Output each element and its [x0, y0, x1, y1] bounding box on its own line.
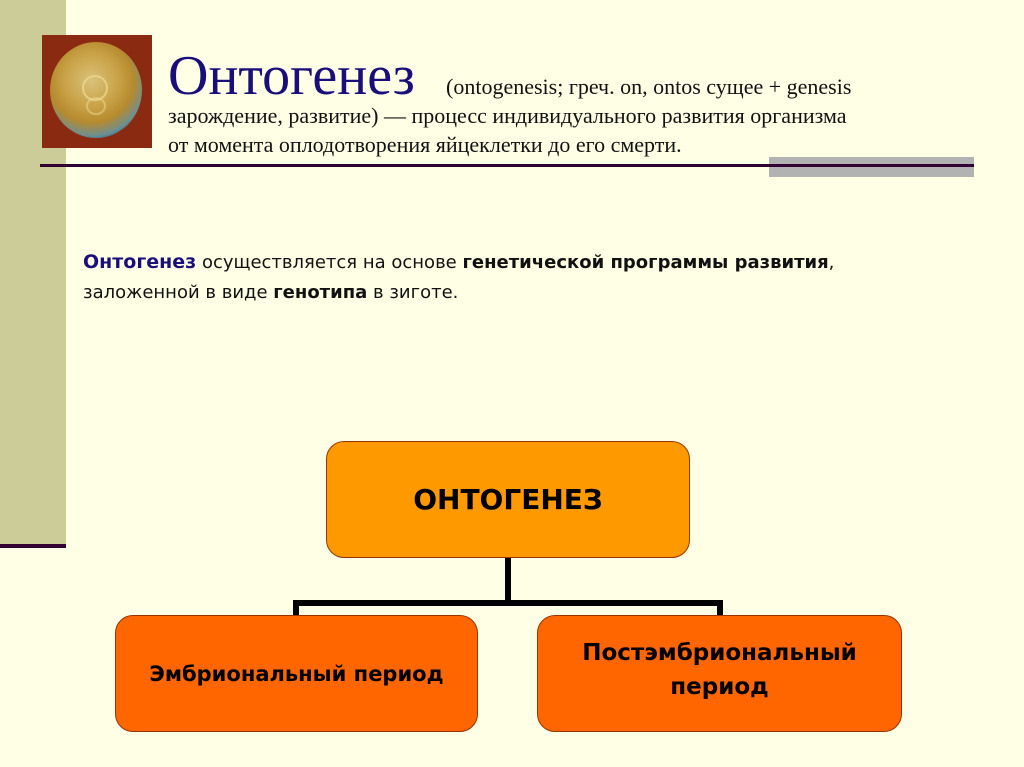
- body-keyword: Онтогенез: [83, 251, 197, 273]
- diagram-child-label-embryonic: Эмбриональный период: [149, 661, 444, 686]
- definition-line-1: (ontogenesis; греч. on, ontos сущее + ge…: [446, 74, 852, 99]
- body-bold-1: генетической программы развития: [462, 252, 829, 273]
- nucleus-shape-2: [86, 97, 106, 115]
- diagram-child-box-postembryonic: Постэмбриональный период: [537, 615, 902, 732]
- body-bold-2: генотипа: [273, 282, 368, 303]
- connector-vertical-root: [505, 558, 511, 606]
- connector-vertical-left: [293, 600, 299, 616]
- definition-line-3: от момента оплодотворения яйцеклетки до …: [168, 132, 682, 157]
- egg-cell-image: [42, 35, 152, 148]
- diagram-child-box-embryonic: Эмбриональный период: [115, 615, 478, 732]
- sidebar-rule: [0, 544, 66, 548]
- title-definition: (ontogenesis; греч. on, ontos сущее + ge…: [168, 72, 988, 159]
- body-text-4: в зиготе.: [367, 282, 459, 303]
- diagram-root-box: ОНТОГЕНЕЗ: [326, 441, 690, 558]
- body-text-1: осуществляется на основе: [196, 252, 463, 273]
- title-rule: [40, 164, 974, 167]
- definition-line-2: зарождение, развитие) — процесс индивиду…: [168, 103, 847, 128]
- body-paragraph: Онтогенез осуществляется на основе генет…: [83, 247, 983, 308]
- diagram-child-label-postembryonic-2: период: [670, 673, 769, 700]
- diagram-child-label-postembryonic-1: Постэмбриональный: [582, 639, 857, 666]
- connector-horizontal: [293, 600, 723, 606]
- title-gray-accent: [769, 157, 974, 177]
- body-text-3: заложенной в виде: [83, 282, 274, 303]
- connector-vertical-right: [717, 600, 723, 616]
- body-text-2: ,: [828, 252, 835, 273]
- page-title: Онтогенез: [168, 45, 415, 107]
- diagram-root-label: ОНТОГЕНЕЗ: [413, 483, 603, 516]
